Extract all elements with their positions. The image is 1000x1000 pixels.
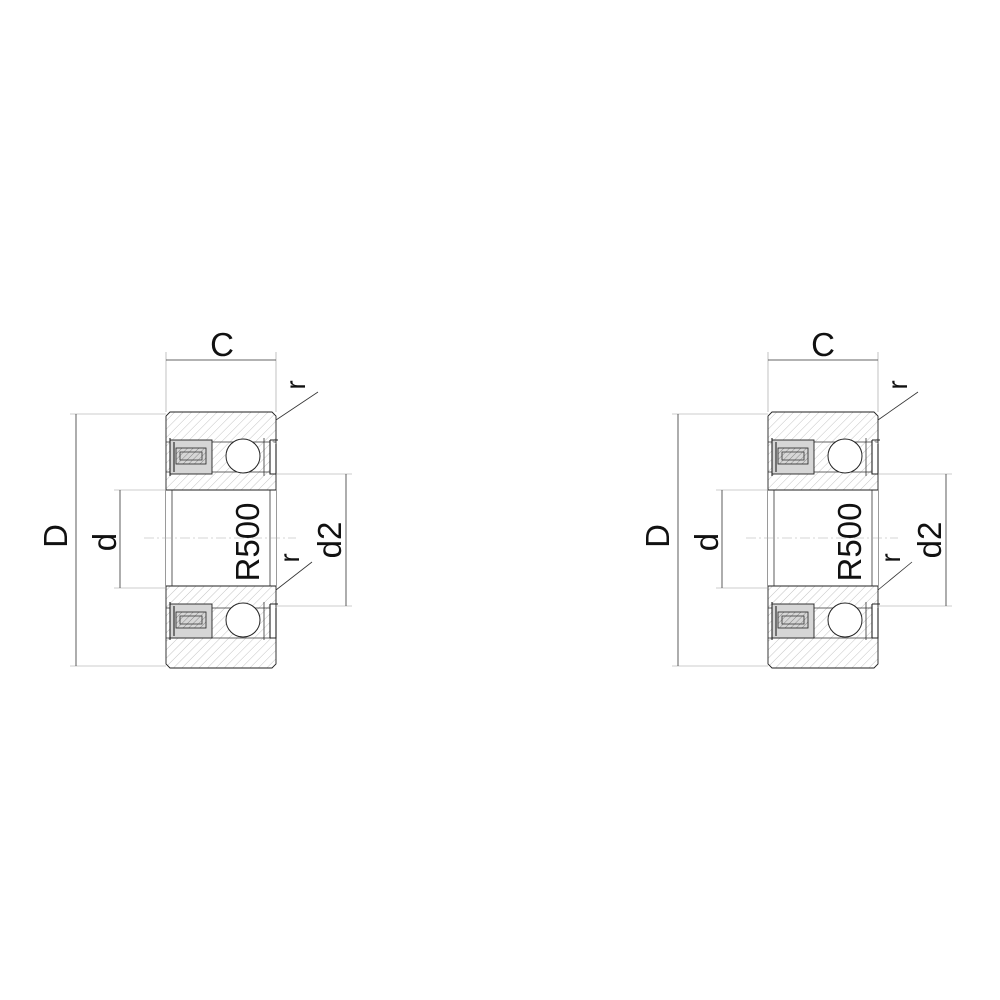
outer-diameter-dimension: D bbox=[639, 413, 768, 667]
bore-dimension: d bbox=[688, 489, 768, 589]
width-dimension: C bbox=[767, 326, 879, 412]
width-dimension: C bbox=[165, 326, 277, 412]
label-radius: R500 bbox=[229, 503, 266, 582]
bearing-drawing-left: C r D d R500 d2 bbox=[37, 326, 352, 668]
shoulder-diameter-dimension: d2 bbox=[878, 473, 952, 607]
label-r-top: r bbox=[882, 380, 913, 389]
shoulder-diameter-dimension: d2 bbox=[276, 473, 352, 607]
bore-dimension: d bbox=[86, 489, 166, 589]
label-c: C bbox=[811, 326, 835, 363]
chamfer-top-dimension: r bbox=[877, 380, 919, 421]
chamfer-inner-dimension: r bbox=[875, 553, 913, 591]
label-d2: d2 bbox=[311, 522, 348, 559]
label-d2: d2 bbox=[911, 522, 948, 559]
label-r-top: r bbox=[280, 380, 311, 389]
label-d-outer: D bbox=[37, 524, 74, 548]
chamfer-top-dimension: r bbox=[275, 380, 319, 421]
label-d-bore: d bbox=[688, 533, 725, 551]
label-c: C bbox=[210, 326, 234, 363]
label-d-outer: D bbox=[639, 524, 676, 548]
outer-diameter-dimension: D bbox=[37, 413, 166, 667]
label-r-inner: r bbox=[274, 553, 305, 562]
label-r-inner: r bbox=[875, 553, 906, 562]
bearing-drawing-right: C r D d R500 d2 r bbox=[639, 326, 952, 668]
label-radius: R500 bbox=[831, 503, 868, 582]
chamfer-inner-dimension: r bbox=[274, 553, 313, 591]
label-d-bore: d bbox=[86, 533, 123, 551]
